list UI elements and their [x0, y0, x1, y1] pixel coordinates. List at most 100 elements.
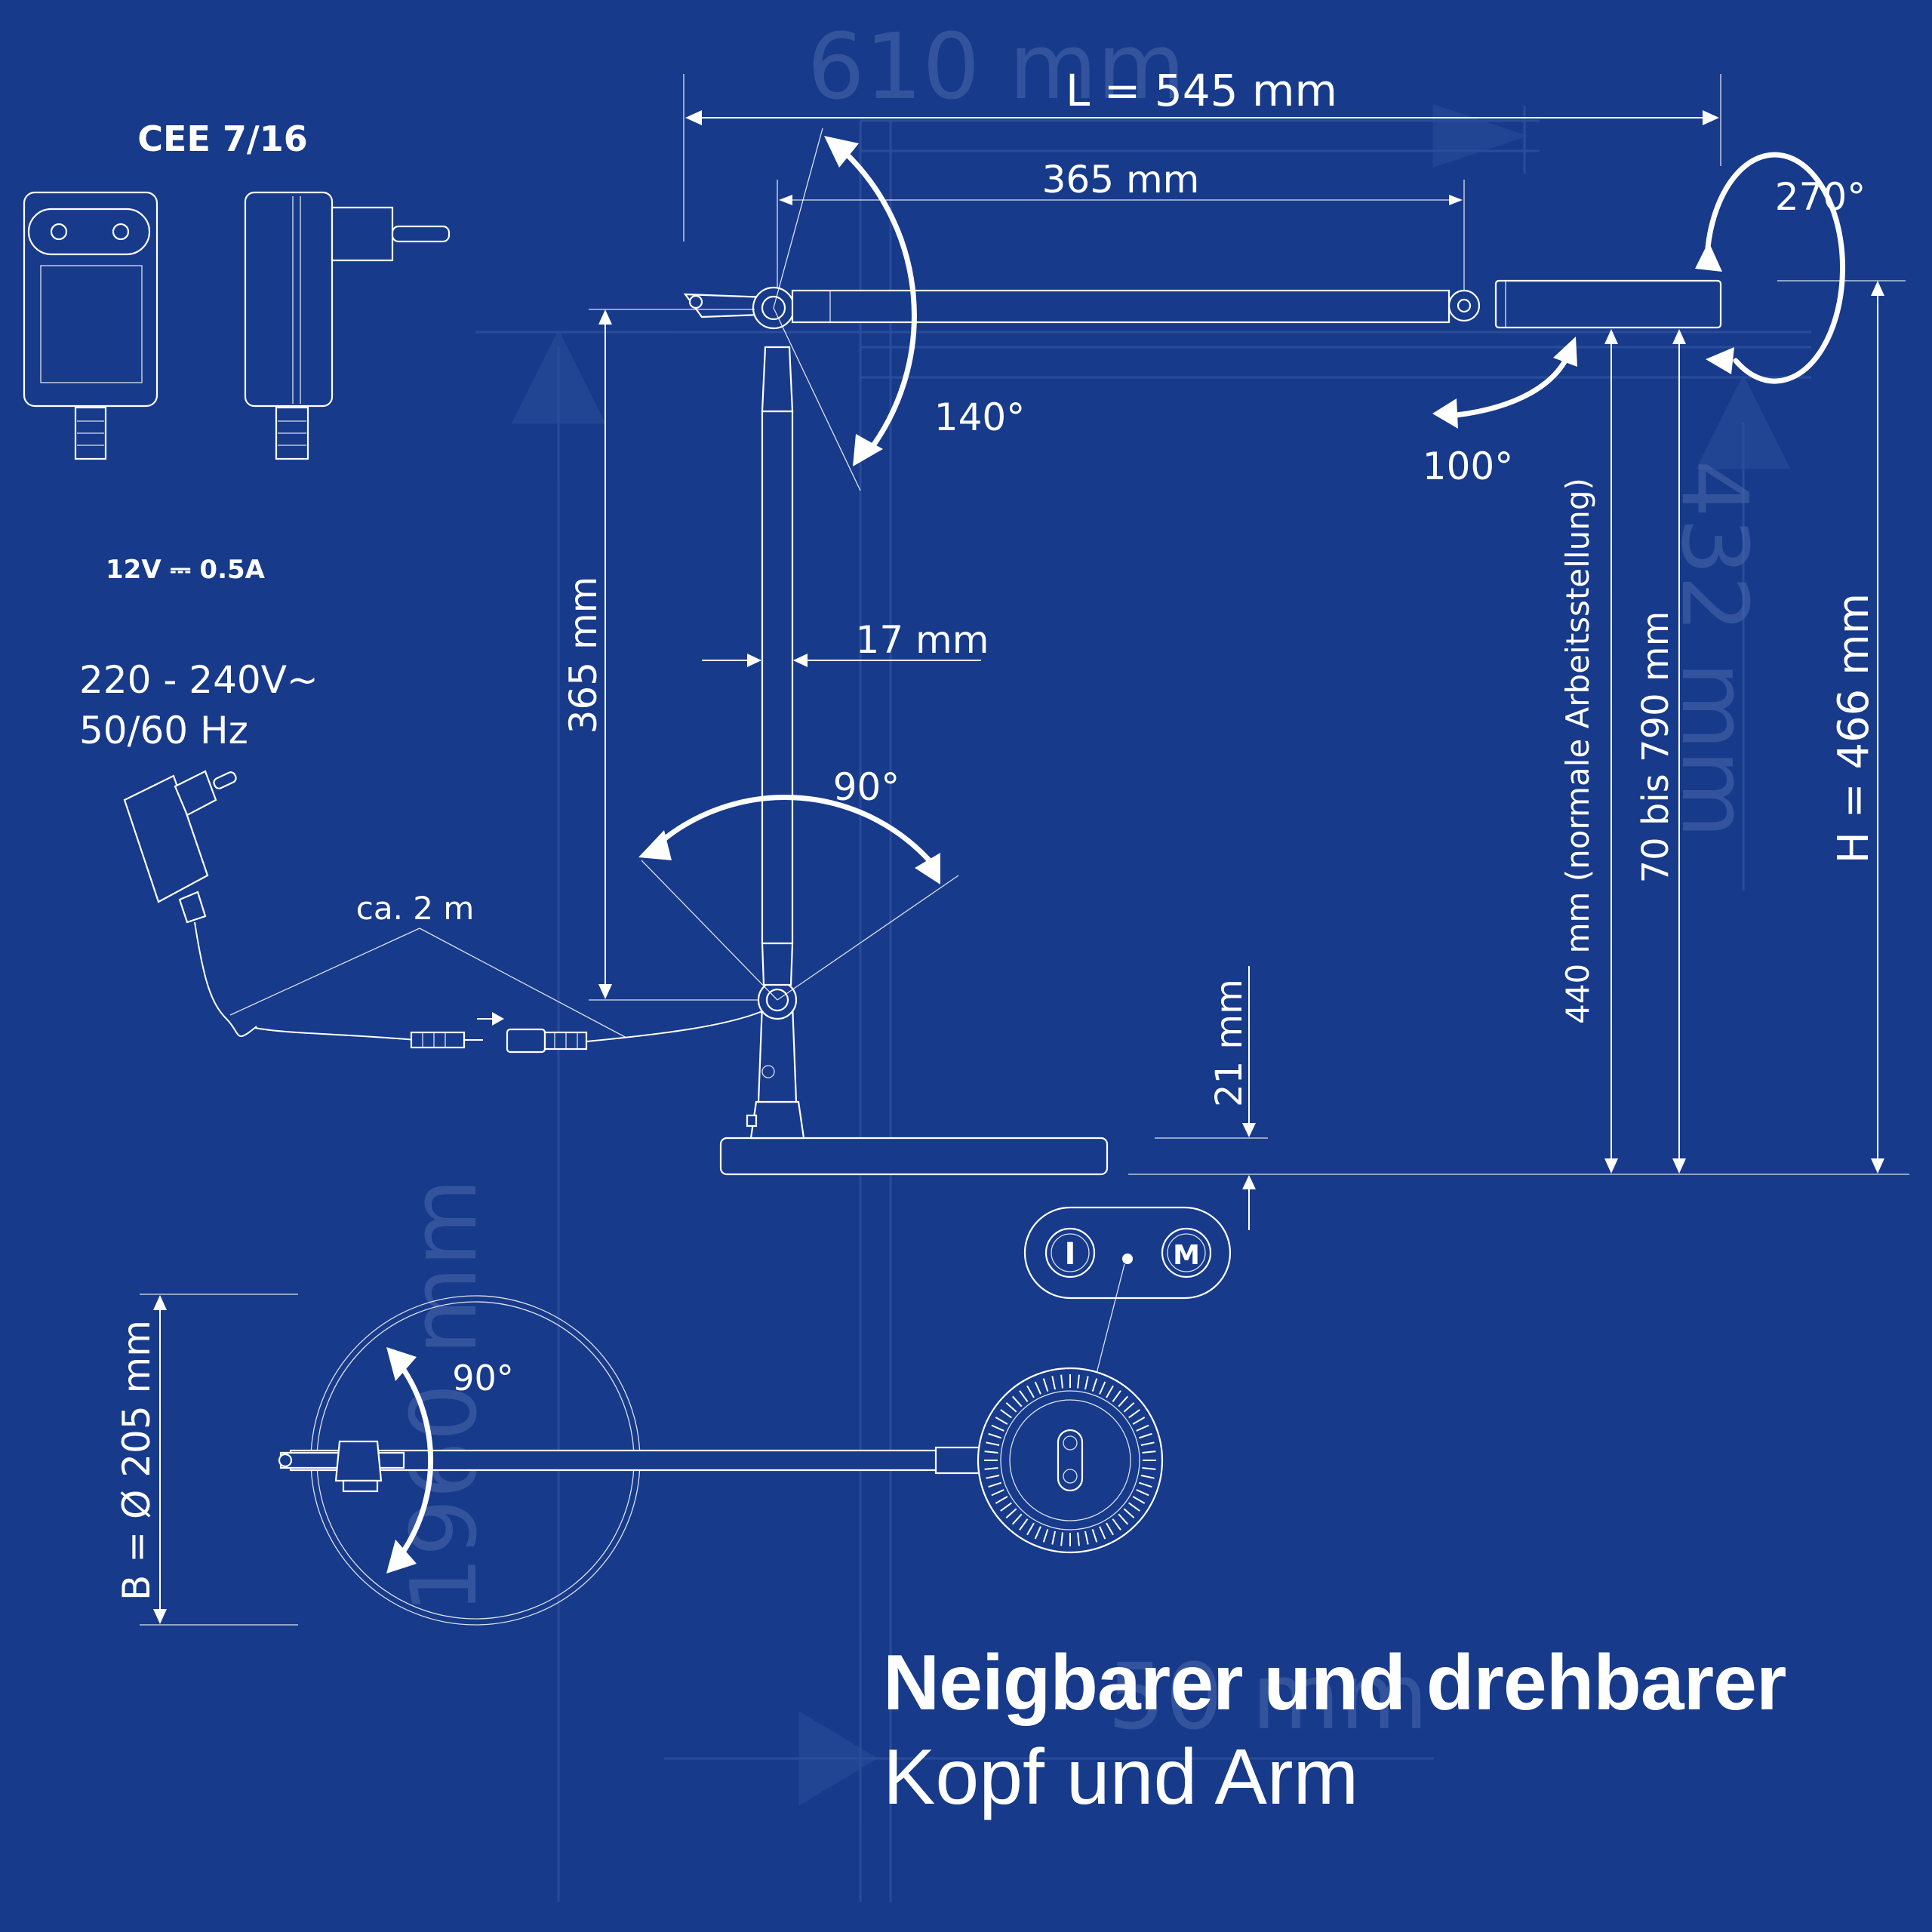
base-joint-angle-label: 90° [833, 765, 900, 809]
height-range-dimension [1672, 329, 1686, 1174]
vent-tick [1112, 1390, 1121, 1402]
vent-tick [988, 1432, 1002, 1439]
vent-tick [1005, 1401, 1017, 1413]
power-cable [229, 928, 763, 1054]
vent-tick [1142, 1467, 1156, 1470]
vent-tick [1112, 1518, 1121, 1531]
column-width-label: 17 mm [856, 618, 989, 662]
vent-tick [1042, 1528, 1049, 1543]
cable-length-label: ca. 2 m [356, 890, 475, 927]
vent-tick [1128, 1409, 1140, 1419]
vent-tick [1011, 1395, 1023, 1407]
vent-tick [1084, 1376, 1089, 1390]
vent-tick [1106, 1522, 1114, 1536]
adapter-input-voltage: 220 - 240V~ [79, 658, 318, 702]
vent-tick [1051, 1376, 1057, 1390]
vent-tick [1042, 1378, 1049, 1392]
lamp-side-view [683, 279, 1722, 1176]
plug-standard-label: CEE 7/16 [137, 118, 307, 159]
vent-tick [1034, 1381, 1041, 1395]
vent-tick [984, 1451, 998, 1454]
vent-tick [1118, 1513, 1129, 1525]
vent-tick [1019, 1518, 1029, 1531]
vent-tick [1060, 1532, 1063, 1546]
vent-tick [1000, 1409, 1012, 1419]
head-tilt-arrow [1432, 337, 1577, 429]
vent-tick [995, 1496, 1008, 1504]
arm-dimension [777, 180, 1465, 291]
vent-tick [1123, 1401, 1135, 1413]
adapter-input-frequency: 50/60 Hz [79, 709, 248, 752]
vent-tick [1123, 1508, 1135, 1519]
adapter-output-label: 12V ⎓ 0.5A [106, 555, 266, 585]
height-range-label: 70 bis 790 mm [1635, 611, 1677, 884]
vent-tick [984, 1467, 998, 1470]
arm-joint-angle-label: 140° [934, 395, 1025, 439]
headline-line1: Neigbarer und drehbarer [883, 1639, 1786, 1727]
vent-tick [1026, 1522, 1035, 1536]
lamp-head [1494, 279, 1722, 329]
headline: Neigbarer und drehbarer Kopf und Arm [883, 1638, 1786, 1826]
vent-tick [991, 1489, 1004, 1497]
arm-length-label: 365 mm [1042, 158, 1200, 202]
power-button[interactable]: I [1044, 1227, 1096, 1278]
vent-tick [1136, 1424, 1149, 1432]
vent-tick [995, 1417, 1008, 1425]
base-width-dimension [140, 1294, 298, 1626]
vent-tick [1136, 1489, 1149, 1497]
vent-tick [988, 1481, 1002, 1488]
lamp-arm [791, 289, 1451, 324]
mode-button[interactable]: M [1161, 1227, 1212, 1278]
column-height-dimension [589, 309, 758, 1001]
length-label: L = 545 mm [1066, 65, 1337, 116]
vent-tick [1060, 1374, 1063, 1389]
head-rotation-arrow [1695, 152, 1846, 384]
vent-tick [1106, 1385, 1114, 1398]
vent-tick [1132, 1496, 1146, 1504]
vent-tick [1118, 1395, 1129, 1407]
base-vent-ring [984, 1374, 1156, 1546]
vent-tick [1005, 1508, 1017, 1519]
vent-tick [1091, 1528, 1098, 1543]
vent-tick [1142, 1451, 1156, 1454]
power-button-label: I [1065, 1237, 1076, 1272]
ghost-label-50: 50 mm [1108, 1645, 1429, 1750]
lamp-column [761, 410, 794, 945]
base-height-label: 21 mm [1208, 979, 1251, 1107]
vent-tick [991, 1424, 1004, 1432]
lamp-base-plate [719, 1137, 1109, 1176]
total-height-label: H = 466 mm [1829, 593, 1878, 863]
vent-tick [1011, 1513, 1023, 1525]
vent-tick [1099, 1381, 1106, 1395]
vent-tick [1077, 1374, 1080, 1389]
vent-tick [986, 1441, 1000, 1447]
base-rotation-label: 90° [452, 1358, 514, 1398]
head-rotation-label: 270° [1775, 175, 1866, 219]
vent-tick [1140, 1474, 1155, 1479]
vent-tick [1000, 1502, 1012, 1512]
base-rotation-arrow [386, 1347, 434, 1574]
vent-tick [1084, 1531, 1089, 1545]
length-dimension [683, 74, 1721, 242]
base-height-dimension [1128, 966, 1909, 1230]
euro-plug-icon [23, 191, 158, 460]
vent-tick [1140, 1441, 1155, 1447]
vent-tick [1026, 1385, 1035, 1398]
work-height-dimension [1604, 329, 1618, 1174]
work-height-label: 440 mm (normale Arbeitsstellung) [1559, 478, 1596, 1024]
vent-tick [1138, 1481, 1152, 1488]
vent-tick [1099, 1526, 1106, 1540]
ghost-background-drawing [475, 103, 1811, 1902]
power-adapter-icon [123, 770, 257, 1038]
column-width-dimension [702, 654, 981, 667]
mode-button-label: M [1173, 1240, 1200, 1271]
vent-tick [1138, 1432, 1152, 1439]
plug-side-icon [244, 191, 451, 460]
headline-line2: Kopf und Arm [883, 1734, 1359, 1821]
vent-tick [986, 1474, 1000, 1479]
base-width-label: B = Ø 205 mm [115, 1320, 158, 1601]
vent-tick [1019, 1390, 1029, 1402]
arm-joint-angle-arrow [773, 128, 917, 491]
